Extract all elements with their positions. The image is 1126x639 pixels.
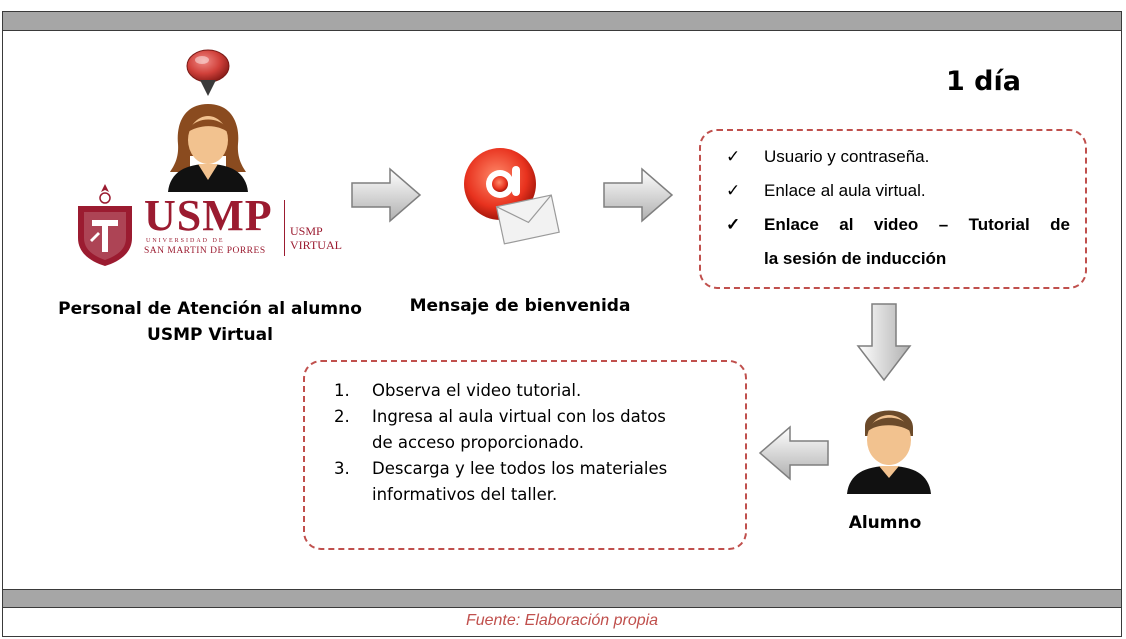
message-item-text: la sesión de inducción <box>764 249 947 268</box>
step-item: 3. Descarga y lee todos los materiales <box>334 456 726 482</box>
message-item-text: Enlace al video – Tutorial de <box>764 215 1070 234</box>
step-text: informativos del taller. <box>372 485 558 504</box>
footer-divider-top <box>3 589 1121 590</box>
logo-wordmark: USMP <box>144 191 273 240</box>
logo-university: SAN MARTIN DE PORRES <box>144 246 266 256</box>
logo-virtual-line1: USMP <box>290 224 323 238</box>
staff-caption-line1: Personal de Atención al alumno <box>58 299 362 319</box>
step-text: Ingresa al aula virtual con los datos <box>372 407 666 426</box>
staff-caption-line2: USMP Virtual <box>147 325 273 345</box>
figure-frame <box>2 11 1122 637</box>
logo-divider <box>284 200 285 256</box>
step-item-continuation: informativos del taller. <box>334 482 726 508</box>
footer-divider-bottom <box>3 607 1121 608</box>
checkmark-icon: ✓ <box>726 181 741 200</box>
email-caption: Mensaje de bienvenida <box>409 296 631 316</box>
staff-caption: Personal de Atención al alumno USMP Virt… <box>20 296 400 348</box>
message-item: ✓ Usuario y contraseña. <box>726 140 1070 174</box>
staff-avatar-icon <box>160 100 256 197</box>
arrow-right-2-icon <box>602 166 674 229</box>
university-seal-icon <box>78 184 132 266</box>
step-text: de acceso proporcionado. <box>372 433 585 452</box>
checkmark-icon: ✓ <box>726 215 741 234</box>
message-item: ✓ Enlace al aula virtual. <box>726 174 1070 208</box>
step-item-continuation: de acceso proporcionado. <box>334 430 726 456</box>
steps-box <box>303 360 747 550</box>
arrow-right-1-icon <box>350 166 422 229</box>
logo-virtual-line2: VIRTUAL <box>290 238 342 252</box>
step-text: Descarga y lee todos los materiales <box>372 459 668 478</box>
source-caption: Fuente: Elaboración propia <box>465 612 659 629</box>
step-number: 3. <box>334 459 350 478</box>
step-text: Observa el video tutorial. <box>372 381 582 400</box>
logo-subtitle: UNIVERSIDAD DE <box>146 238 225 244</box>
student-caption: Alumno <box>848 513 922 533</box>
steps-list: 1. Observa el video tutorial. 2. Ingresa… <box>334 378 726 508</box>
usmp-logo: USMP UNIVERSIDAD DE SAN MARTIN DE PORRES… <box>74 182 364 268</box>
step-item: 2. Ingresa al aula virtual con los datos <box>334 404 726 430</box>
checkmark-icon: ✓ <box>726 147 741 166</box>
header-bar <box>3 12 1121 30</box>
message-item-text: Enlace al aula virtual. <box>764 181 926 200</box>
arrow-down-icon <box>856 302 912 387</box>
step-item: 1. Observa el video tutorial. <box>334 378 726 404</box>
message-contents-box <box>699 129 1087 289</box>
message-item-text: Usuario y contraseña. <box>764 147 930 166</box>
duration-label: 1 día <box>946 66 1021 97</box>
message-item: ✓ Enlace al video – Tutorial de <box>726 208 1070 242</box>
map-pin-icon <box>183 46 233 109</box>
message-item-continuation: la sesión de inducción <box>726 242 1070 276</box>
header-divider <box>3 30 1121 31</box>
student-avatar-icon <box>843 396 935 499</box>
message-contents-list: ✓ Usuario y contraseña. ✓ Enlace al aula… <box>726 140 1070 276</box>
footer-bar <box>3 589 1121 607</box>
step-number: 1. <box>334 381 350 400</box>
email-icon <box>458 140 562 253</box>
arrow-left-icon <box>758 424 830 487</box>
step-number: 2. <box>334 407 350 426</box>
